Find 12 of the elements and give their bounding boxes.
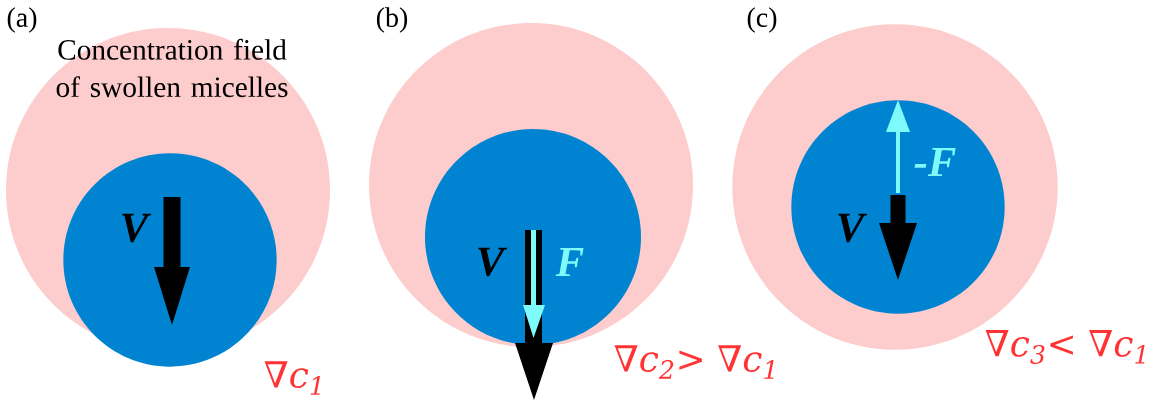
vector-label: F [555, 248, 584, 276]
vector-label: -F [914, 148, 956, 176]
panel-label: (c) [747, 7, 777, 33]
gradient-label: ∇c$_{3}$< ∇c$_{1}$ [985, 330, 1145, 364]
vector-label: V [122, 213, 152, 243]
field-label: Concentration field of swollen micelles [56, 38, 288, 98]
gradient-label: ∇c$_{2}$> ∇c$_{1}$ [614, 345, 774, 379]
panel-label: (a) [7, 7, 37, 33]
vector-label: V [478, 247, 508, 277]
gradient-label: ∇c$_{1}$ [264, 361, 320, 395]
vector-label: V [838, 213, 868, 243]
panel-label: (b) [376, 7, 408, 33]
